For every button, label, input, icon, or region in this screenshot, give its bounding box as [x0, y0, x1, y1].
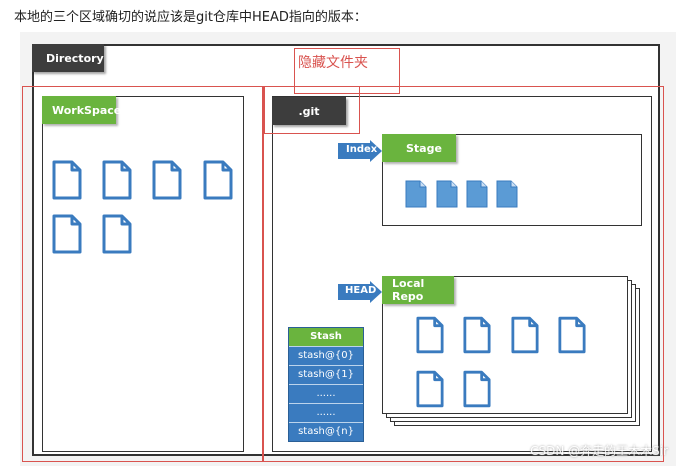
stash-item: ...... [289, 384, 363, 403]
stash-header: Stash [289, 328, 363, 346]
file-icon [416, 370, 444, 408]
stash-stack: Stash stash@{0} stash@{1} ...... ...... … [288, 327, 364, 442]
file-icon [203, 160, 233, 200]
head-arrow-icon [338, 281, 382, 303]
file-icon [52, 160, 82, 200]
file-icon [463, 316, 491, 354]
git-tag: .git [272, 97, 346, 125]
file-icon [466, 180, 488, 208]
workspace-box [42, 96, 244, 452]
git-area-highlight [262, 86, 664, 462]
file-icon [463, 370, 491, 408]
caption: 本地的三个区域确切的说应该是git仓库中HEAD指向的版本： [14, 10, 367, 25]
watermark: CSDN @奔走的王木木Sir [530, 444, 668, 458]
stash-item: stash@{n} [289, 422, 363, 441]
hidden-folder-label: 隐藏文件夹 [298, 55, 368, 71]
workspace-highlight [22, 86, 264, 462]
stage-tag: Stage [382, 134, 456, 162]
directory-tag: Directory [32, 44, 104, 72]
file-icon [52, 214, 82, 254]
file-icon [152, 160, 182, 200]
index-arrow-label: Index [346, 144, 378, 155]
file-icon [102, 214, 132, 254]
git-tag-highlight [264, 86, 360, 134]
stash-item: stash@{1} [289, 365, 363, 384]
stash-item: stash@{0} [289, 346, 363, 365]
file-icon [436, 180, 458, 208]
file-icon [416, 316, 444, 354]
file-icon [511, 316, 539, 354]
file-icon [102, 160, 132, 200]
stash-item: ...... [289, 403, 363, 422]
local-repo-tag: Local Repo [382, 276, 454, 304]
workspace-tag: WorkSpace [42, 96, 121, 124]
hidden-folder-highlight [294, 48, 400, 94]
head-arrow-label: HEAD [345, 285, 377, 296]
file-icon [405, 180, 427, 208]
file-icon [558, 316, 586, 354]
index-arrow-icon [338, 140, 382, 162]
file-icon [496, 180, 518, 208]
